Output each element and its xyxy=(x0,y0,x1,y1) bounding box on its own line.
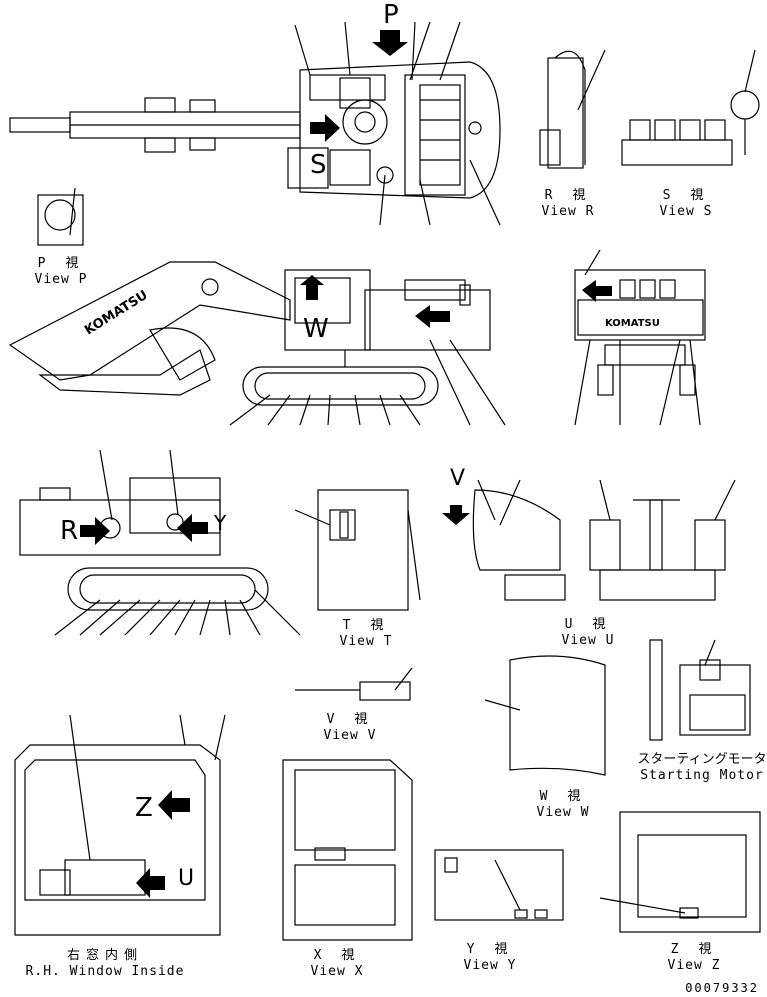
caption-view-s-en: View S xyxy=(659,204,713,219)
marker-s: S xyxy=(310,150,327,180)
caption-starting-motor: スターティングモータ Starting Motor xyxy=(637,752,767,784)
marker-u: U xyxy=(178,866,195,891)
view-u-front xyxy=(589,479,736,601)
starting-motor xyxy=(649,639,751,741)
caption-view-s-jp: S 視 xyxy=(662,188,710,203)
view-u-console xyxy=(442,479,566,601)
view-p-detail xyxy=(37,187,84,246)
caption-view-p-en: View P xyxy=(34,272,88,287)
caption-view-w-jp: W 視 xyxy=(539,789,587,804)
view-t-detail xyxy=(294,489,421,611)
caption-view-t: T 視 View T xyxy=(331,618,401,650)
caption-view-y-en: View Y xyxy=(463,958,517,973)
caption-view-z: Z 視 View Z xyxy=(659,942,729,974)
rh-window-inside xyxy=(14,714,226,936)
marker-z: Z xyxy=(135,793,153,823)
view-y-panel xyxy=(434,849,564,921)
side-view-machine xyxy=(8,261,506,426)
marker-p: P xyxy=(383,0,399,30)
caption-view-z-jp: Z 視 xyxy=(670,942,718,957)
marker-w: W xyxy=(303,314,329,344)
caption-view-v-jp: V 視 xyxy=(326,712,374,727)
caption-view-p: P 視 View P xyxy=(26,256,96,288)
caption-view-r: R 視 View R xyxy=(533,188,603,220)
caption-view-u: U 視 View U xyxy=(553,617,623,649)
caption-view-p-jp: P 視 xyxy=(37,256,85,271)
side-view-machine-right xyxy=(19,449,301,636)
view-r-detail xyxy=(539,49,606,169)
caption-view-z-en: View Z xyxy=(667,958,721,973)
caption-view-w-en: View W xyxy=(536,805,590,820)
document-number: 00079332 xyxy=(685,981,759,995)
top-view-machine xyxy=(9,21,501,226)
caption-view-x-en: View X xyxy=(310,964,364,979)
view-z-cab xyxy=(599,811,761,933)
counterweight-brand-text: KOMATSU xyxy=(605,318,660,329)
view-x-door xyxy=(282,759,413,941)
caption-view-t-en: View T xyxy=(339,634,393,649)
caption-view-w: W 視 View W xyxy=(528,789,598,821)
caption-view-r-jp: R 視 xyxy=(544,188,592,203)
caption-view-v-en: View V xyxy=(323,728,377,743)
caption-view-u-jp: U 視 xyxy=(564,617,612,632)
view-s-detail xyxy=(621,49,760,166)
caption-view-t-jp: T 視 xyxy=(342,618,390,633)
caption-rh-window: 右窓内側 R.H. Window Inside xyxy=(20,948,190,980)
boom-brand-text: KOMATSU xyxy=(82,288,150,339)
caption-view-y-jp: Y 視 xyxy=(466,942,514,957)
caption-view-y: Y 視 View Y xyxy=(455,942,525,974)
caption-starting-motor-en: Starting Motor xyxy=(640,768,764,783)
caption-view-u-en: View U xyxy=(561,633,615,648)
marker-y: Y xyxy=(214,511,227,535)
view-w-panel xyxy=(484,655,606,776)
caption-starting-motor-jp: スターティングモータ xyxy=(637,752,767,767)
caption-view-x: X 視 View X xyxy=(302,948,372,980)
caption-view-v: V 視 View V xyxy=(315,712,385,744)
caption-rh-window-jp: 右窓内側 xyxy=(66,948,143,963)
marker-r: R xyxy=(60,516,79,546)
caption-rh-window-en: R.H. Window Inside xyxy=(25,964,185,979)
view-v-lever xyxy=(295,667,413,701)
marker-v: V xyxy=(450,466,466,491)
rear-view-machine xyxy=(574,249,706,426)
caption-view-s: S 視 View S xyxy=(651,188,721,220)
caption-view-x-jp: X 視 xyxy=(313,948,361,963)
caption-view-r-en: View R xyxy=(541,204,595,219)
